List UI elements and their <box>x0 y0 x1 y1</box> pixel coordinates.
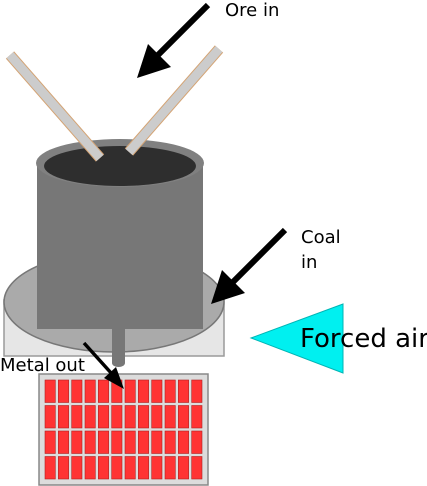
ingot-cell <box>138 379 149 403</box>
ingot-cell <box>44 456 56 480</box>
ingot-cell <box>138 430 149 454</box>
ingot-cell <box>178 430 189 454</box>
ingot-cell <box>191 456 203 480</box>
ingot-cell <box>178 379 189 403</box>
ingot-cell <box>164 405 176 429</box>
ingot-cell <box>151 456 163 480</box>
ingot-cell <box>44 430 56 454</box>
furnace-body <box>37 163 203 329</box>
ingot-cell <box>71 379 83 403</box>
ingot-cell <box>138 456 149 480</box>
ingot-cell <box>138 405 149 429</box>
ore-in-label: Ore in <box>225 0 279 21</box>
ingot-cell <box>124 456 136 480</box>
metal-out-label: Metal out <box>0 355 85 376</box>
coal-in-arrow <box>211 227 288 304</box>
ingot-cell <box>44 379 56 403</box>
metal-tap-spout-end <box>112 359 125 367</box>
ingot-cell <box>111 430 123 454</box>
ingot-cell <box>111 456 123 480</box>
ingot-cell <box>124 430 136 454</box>
ingot-cell <box>191 379 203 403</box>
ingot-cell <box>164 456 176 480</box>
ingot-cell <box>58 405 69 429</box>
ingot-cell <box>191 430 203 454</box>
ingot-cell <box>178 405 189 429</box>
ingot-cell <box>84 405 96 429</box>
ingot-cell <box>58 430 69 454</box>
ingot-cell <box>178 456 189 480</box>
ingot-cell <box>58 456 69 480</box>
forced-air-triangle <box>249 303 344 374</box>
metal-tap-spout <box>112 329 125 363</box>
forced-air-label: Forced air <box>300 324 427 354</box>
ingot-cell <box>151 405 163 429</box>
ingot-cell <box>71 430 83 454</box>
ingot-cell <box>71 405 83 429</box>
ingot-cell <box>191 405 203 429</box>
ingot-cell <box>98 405 109 429</box>
ingot-cell <box>164 379 176 403</box>
ingot-cell <box>84 456 96 480</box>
ingot-cell <box>58 379 69 403</box>
ingot-cell <box>124 405 136 429</box>
ore-in-arrow <box>137 2 211 78</box>
ingot-cell <box>151 379 163 403</box>
ingot-cell <box>98 456 109 480</box>
coal-in-label-line1: Coal <box>301 227 341 248</box>
ingot-cell <box>84 430 96 454</box>
ingot-cell <box>124 379 136 403</box>
ingot-cell <box>111 405 123 429</box>
ore-feed-rod-right-core <box>125 46 223 155</box>
ore-feed-rod-left-core <box>6 52 104 161</box>
metal-out-arrow <box>82 341 124 389</box>
coal-in-label-line2: in <box>301 252 317 273</box>
ingot-cell <box>151 430 163 454</box>
furnace-mouth <box>44 146 196 186</box>
ingot-cell <box>44 405 56 429</box>
ingot-grid <box>44 379 203 480</box>
ingot-cell <box>71 456 83 480</box>
ingot-cell <box>84 379 96 403</box>
ingot-cell <box>98 430 109 454</box>
ingot-cell <box>164 430 176 454</box>
ingot-cell <box>98 379 109 403</box>
